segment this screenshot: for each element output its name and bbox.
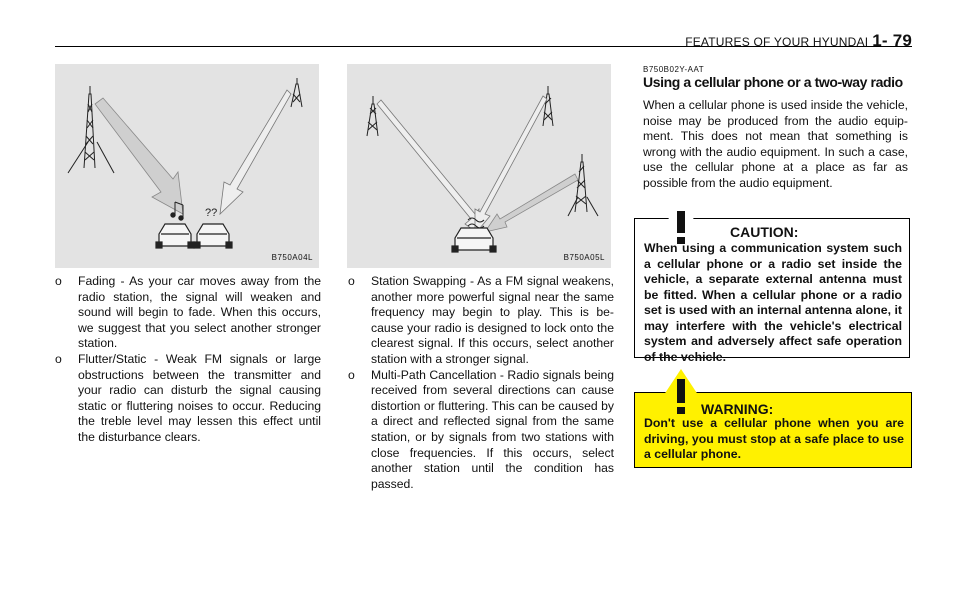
exclamation-triangle-icon xyxy=(651,198,711,248)
list-item: o Fading - As your car moves away from th… xyxy=(55,274,321,352)
bullet-text: Multi-Path Cancellation - Radio signals … xyxy=(371,367,614,491)
multipath-illustration xyxy=(366,86,599,253)
caution-box: CAUTION: When using a communication syst… xyxy=(634,198,910,364)
warning-body: Don't use a cellular phone when you are … xyxy=(644,416,904,461)
music-notes-icon xyxy=(170,201,184,221)
figure-code: B750A05L xyxy=(563,253,605,262)
bullet-text: Fading - As your car moves away from the… xyxy=(78,274,321,351)
figure-multipath: B750A05L xyxy=(347,64,611,268)
figure-code: B750A04L xyxy=(271,253,313,262)
bullet-mark: o xyxy=(348,274,355,288)
page-number: 1- 79 xyxy=(872,31,912,50)
car-icon xyxy=(451,227,497,253)
figure-fading: ?? B750A04L xyxy=(55,64,319,268)
confusion-marks: ?? xyxy=(205,207,217,219)
strong-signal-arrow xyxy=(94,97,184,215)
car-icon xyxy=(193,223,233,249)
tower-left-icon xyxy=(366,96,379,137)
list-item: o Multi-Path Cancellation - Radio signals… xyxy=(348,368,614,493)
tower-right-icon xyxy=(567,154,599,217)
header-rule xyxy=(55,46,912,47)
fading-illustration: ?? xyxy=(67,78,303,249)
section-code: B750B02Y-AAT xyxy=(643,65,705,74)
tower-left-icon xyxy=(67,86,115,174)
fading-flutter-list: o Fading - As your car moves away from th… xyxy=(55,274,321,446)
bullet-text: Station Swapping - As a FM signal weaken… xyxy=(371,274,614,366)
header-title: FEATURES OF YOUR HYUNDAI xyxy=(685,35,869,49)
caution-body: When using a communication system such a… xyxy=(644,241,902,364)
warning-title: WARNING: xyxy=(701,401,774,417)
tower-right-icon xyxy=(290,78,303,108)
signal-arrow-right xyxy=(484,173,579,233)
bullet-mark: o xyxy=(55,351,62,366)
list-item: o Flutter/Static - Weak FM signals or lar… xyxy=(55,352,321,446)
bullet-mark: o xyxy=(55,274,62,288)
exclamation-triangle-icon xyxy=(648,369,714,419)
weak-signal-arrow xyxy=(219,89,292,216)
caution-title: CAUTION: xyxy=(730,224,799,240)
tower-top-icon xyxy=(542,86,554,127)
swapping-multipath-list: o Station Swapping - As a FM signal weake… xyxy=(348,274,614,492)
signal-arrow-left xyxy=(376,99,480,235)
warning-box: WARNING: Don't use a cellular phone when… xyxy=(634,369,912,468)
signal-arrow-top xyxy=(474,95,548,236)
list-item: o Station Swapping - As a FM signal weake… xyxy=(348,274,614,368)
section-body: When a cellular phone is used inside the… xyxy=(643,98,908,190)
car-icon xyxy=(155,223,195,249)
bullet-text: Flutter/Static - Weak FM signals or larg… xyxy=(78,351,321,444)
bullet-mark: o xyxy=(348,367,355,382)
section-title: Using a cellular phone or a two-way radi… xyxy=(643,74,903,90)
